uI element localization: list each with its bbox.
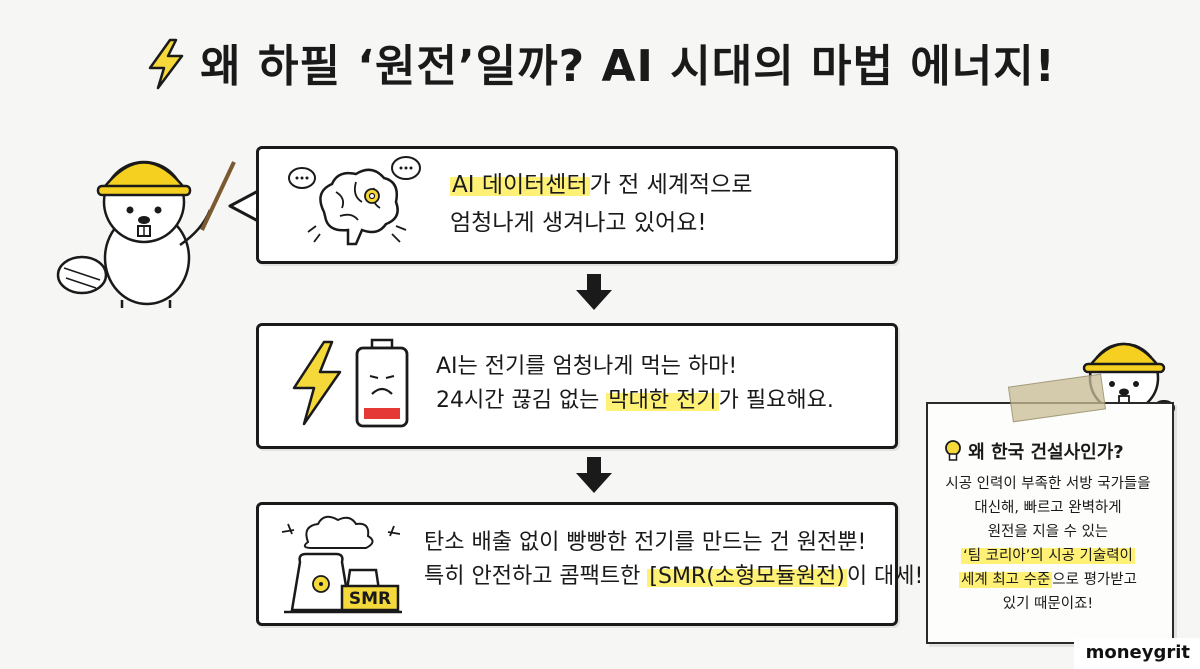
beaver-mascot — [52, 140, 242, 310]
brain-icon — [286, 152, 426, 252]
note-title: 왜 한국 건설사인가? — [944, 438, 1124, 468]
down-arrow-icon — [572, 272, 616, 316]
step-2-text: AI는 전기를 엄청나게 먹는 하마! 24시간 끊김 없는 막대한 전기가 필… — [436, 350, 834, 418]
step-2-line-1: AI는 전기를 엄청나게 먹는 하마! — [436, 354, 738, 379]
step-1-line-1: 가 전 세계적으로 — [589, 172, 753, 198]
step-2-line-2-post: 가 필요해요. — [718, 388, 834, 413]
lightbulb-icon — [944, 439, 962, 468]
note-body: 시공 인력이 부족한 서방 국가들을 대신해, 빠르고 완벽하게 원전을 지을 … — [930, 472, 1166, 616]
step-3-line-1: 탄소 배출 없이 빵빵한 전기를 만드는 건 원전뿐! — [424, 530, 867, 555]
note-highlight: 세계 최고 수준 — [959, 572, 1053, 588]
step-3-text: 탄소 배출 없이 빵빵한 전기를 만드는 건 원전뿐! 특히 안전하고 콤팩트한… — [424, 526, 923, 594]
note-line: 으로 평가받고 — [1052, 572, 1137, 588]
lightning-icon — [288, 338, 346, 432]
step-3-line-2-post: 이 대세! — [846, 564, 924, 589]
step-3-line-2-pre: 특히 안전하고 콤팩트한 — [424, 564, 648, 589]
page-title: 왜 하필 ‘원전’일까? AI 시대의 마법 에너지! — [0, 30, 1200, 101]
note-line: 있기 때문이죠! — [1002, 596, 1094, 612]
step-1-line-2: 엄청나게 생겨나고 있어요! — [450, 210, 707, 236]
down-arrow-icon — [572, 455, 616, 499]
note-line: 원전을 지을 수 있는 — [987, 524, 1109, 540]
step-2-line-2-pre: 24시간 끊김 없는 — [436, 388, 607, 413]
brand-watermark: moneygrit — [1073, 638, 1200, 669]
step-2-highlight: 막대한 전기 — [606, 388, 719, 413]
step-1-highlight: AI 데이터센터 — [450, 172, 590, 198]
smr-label: SMR — [348, 589, 392, 609]
info-note — [926, 402, 1174, 644]
note-highlight: ‘팀 코리아’의 시공 기술력이 — [961, 548, 1135, 564]
note-line: 시공 인력이 부족한 서방 국가들을 — [945, 476, 1151, 492]
battery-low-icon — [352, 338, 412, 434]
note-title-text: 왜 한국 건설사인가? — [968, 442, 1124, 463]
lightning-icon — [144, 38, 188, 101]
step-1-text: AI 데이터센터가 전 세계적으로 엄청나게 생겨나고 있어요! — [450, 166, 752, 242]
page-title-text: 왜 하필 ‘원전’일까? AI 시대의 마법 에너지! — [200, 41, 1056, 92]
step-3-highlight: [SMR(소형모듈원전) — [647, 564, 847, 589]
nuclear-plant-icon: SMR — [278, 512, 408, 616]
note-line: 대신해, 빠르고 완벽하게 — [974, 500, 1122, 516]
